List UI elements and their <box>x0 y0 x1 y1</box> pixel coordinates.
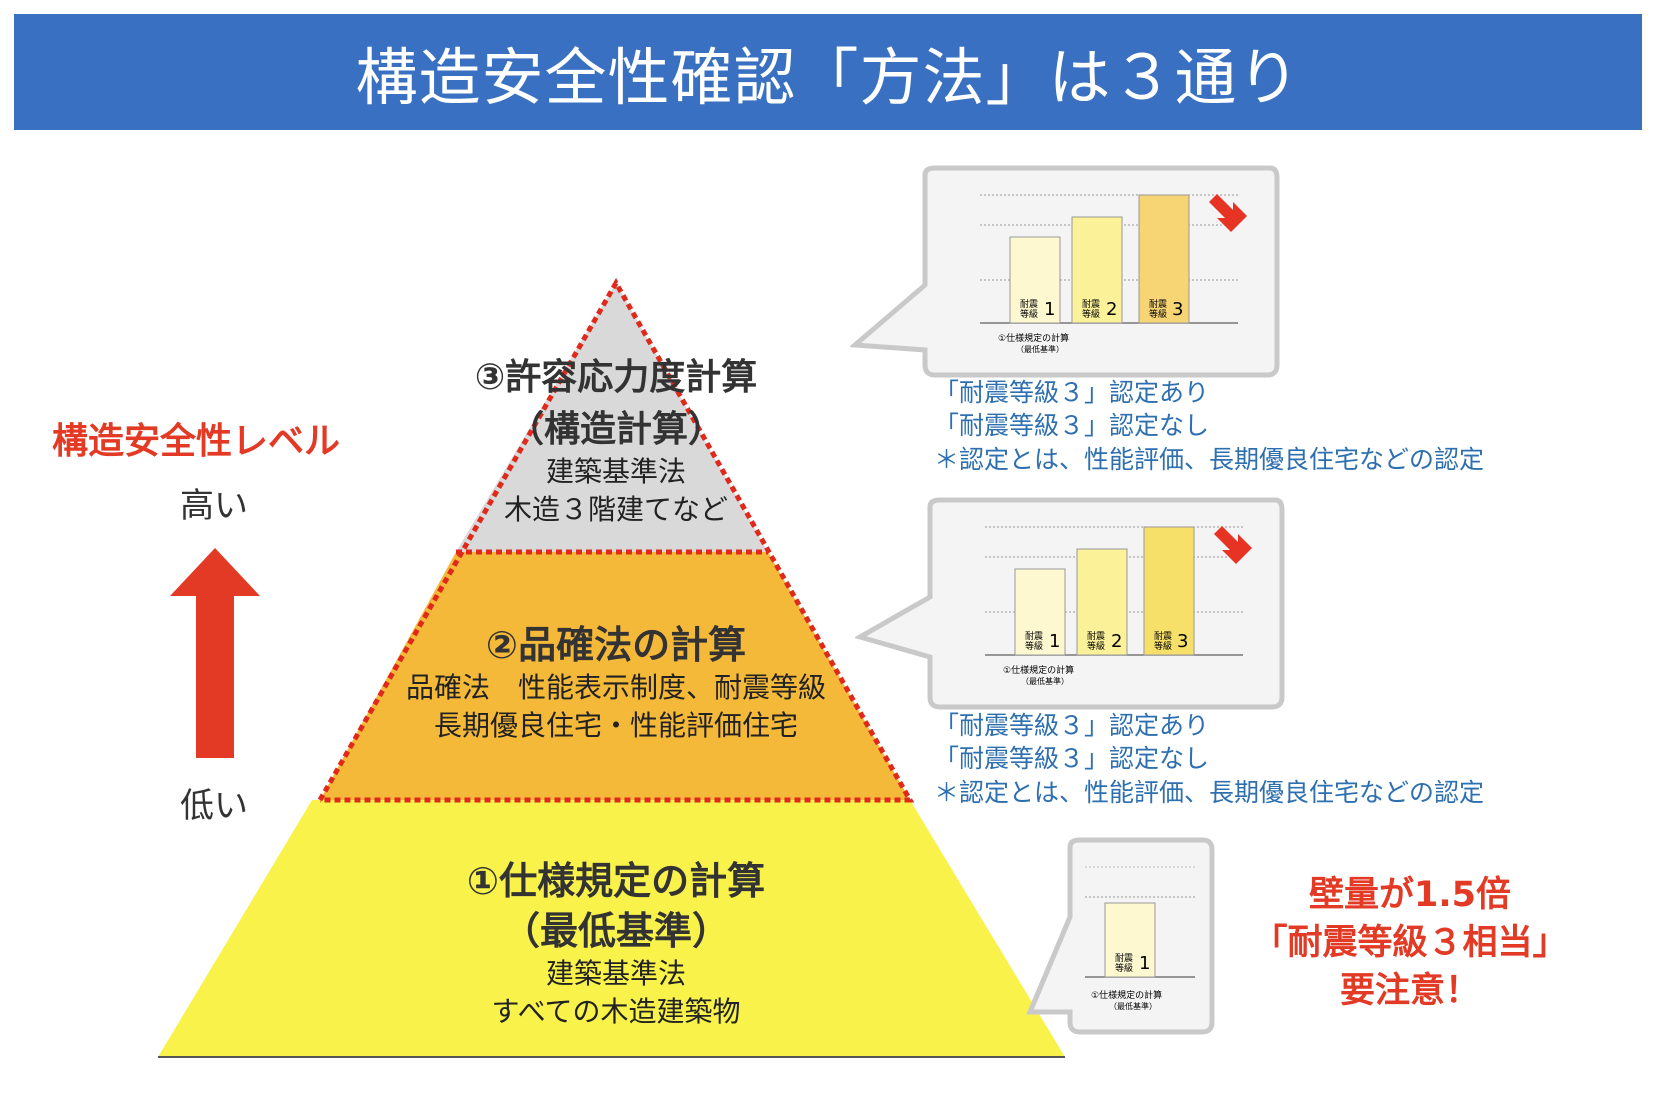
callout-1-note-1: 「耐震等級３」認定あり <box>934 378 1210 407</box>
tier3-subtitle: （構造計算） <box>507 409 724 450</box>
svg-text:（最低基準）: （最低基準） <box>1109 1001 1157 1011</box>
tier2-title: ②品確法の計算 <box>485 623 747 667</box>
svg-text:1: 1 <box>1139 953 1150 974</box>
svg-text:1: 1 <box>1049 631 1060 652</box>
svg-text:等級: 等級 <box>1020 308 1038 320</box>
svg-text:耐震: 耐震 <box>1025 630 1043 642</box>
svg-text:1: 1 <box>1044 299 1055 320</box>
svg-text:（最低基準）: （最低基準） <box>1021 676 1069 686</box>
callout-bubble-3: 耐震等級 1 ①仕様規定の計算 （最低基準） <box>1026 837 1215 1035</box>
pyramid-tier2-shape <box>320 552 910 800</box>
level-low-label: 低い <box>180 786 248 826</box>
svg-text:耐震: 耐震 <box>1087 630 1105 642</box>
svg-text:①仕様規定の計算: ①仕様規定の計算 <box>1091 989 1162 1001</box>
tier3-title: ③許容応力度計算 <box>474 357 758 398</box>
page-title: 構造安全性確認「方法」は３通り <box>355 41 1301 114</box>
svg-text:耐震: 耐震 <box>1149 298 1167 310</box>
svg-text:3: 3 <box>1177 631 1188 652</box>
title-banner: 構造安全性確認「方法」は３通り <box>14 14 1642 130</box>
svg-text:等級: 等級 <box>1087 640 1105 652</box>
svg-text:①仕様規定の計算: ①仕様規定の計算 <box>1003 664 1074 676</box>
tier2-line-1: 品確法 性能表示制度、耐震等級 <box>405 671 826 704</box>
callout-1-note-2: 「耐震等級３」認定なし <box>934 411 1210 440</box>
tier1-subtitle: （最低基準） <box>501 909 730 953</box>
callout-1-note-3: ＊認定とは、性能評価、長期優良住宅などの認定 <box>934 445 1485 474</box>
tier1-line-2: すべての木造建築物 <box>491 995 741 1028</box>
warning-line-1: 壁量が1.5倍 <box>1308 875 1511 915</box>
svg-text:耐震: 耐震 <box>1082 298 1100 310</box>
callout-bubble-1: 耐震等級 1 耐震等級 2 耐震等級 3 ①仕様規定の計算 （最低基準） <box>850 165 1280 378</box>
tier1-title: ①仕様規定の計算 <box>466 859 766 903</box>
svg-text:等級: 等級 <box>1154 640 1172 652</box>
svg-text:耐震: 耐震 <box>1154 630 1172 642</box>
tier3-line-1: 建築基準法 <box>545 455 686 488</box>
svg-text:等級: 等級 <box>1149 308 1167 320</box>
level-heading: 構造安全性レベル <box>52 421 341 462</box>
svg-text:等級: 等級 <box>1115 962 1133 974</box>
svg-text:（最低基準）: （最低基準） <box>1016 344 1064 354</box>
svg-text:2: 2 <box>1106 299 1117 320</box>
svg-text:3: 3 <box>1172 299 1183 320</box>
warning-line-3: 要注意！ <box>1339 971 1480 1011</box>
callout-1-caption: ①仕様規定の計算 <box>998 332 1069 344</box>
up-arrow-icon <box>170 548 260 758</box>
pyramid-tier3-shape <box>456 283 768 552</box>
tier3-line-2: 木造３階建てなど <box>503 493 728 526</box>
level-high-label: 高い <box>180 486 248 526</box>
callout-2-note-1: 「耐震等級３」認定あり <box>934 711 1210 740</box>
callout-2-note-2: 「耐震等級３」認定なし <box>934 744 1210 773</box>
tier1-line-1: 建築基準法 <box>545 957 686 990</box>
svg-text:等級: 等級 <box>1082 308 1100 320</box>
svg-text:2: 2 <box>1111 631 1122 652</box>
callout-bubble-2: 耐震等級 1 耐震等級 2 耐震等級 3 ①仕様規定の計算 （最低基準） <box>855 497 1285 710</box>
callout-2-note-3: ＊認定とは、性能評価、長期優良住宅などの認定 <box>934 778 1485 807</box>
tier2-line-2: 長期優良住宅・性能評価住宅 <box>433 709 798 742</box>
pyramid-tier1-shape <box>158 800 1065 1057</box>
warning-line-2: 「耐震等級３相当」 <box>1252 923 1568 963</box>
svg-text:等級: 等級 <box>1025 640 1043 652</box>
svg-text:耐震: 耐震 <box>1020 298 1038 310</box>
svg-text:耐震: 耐震 <box>1115 952 1133 964</box>
